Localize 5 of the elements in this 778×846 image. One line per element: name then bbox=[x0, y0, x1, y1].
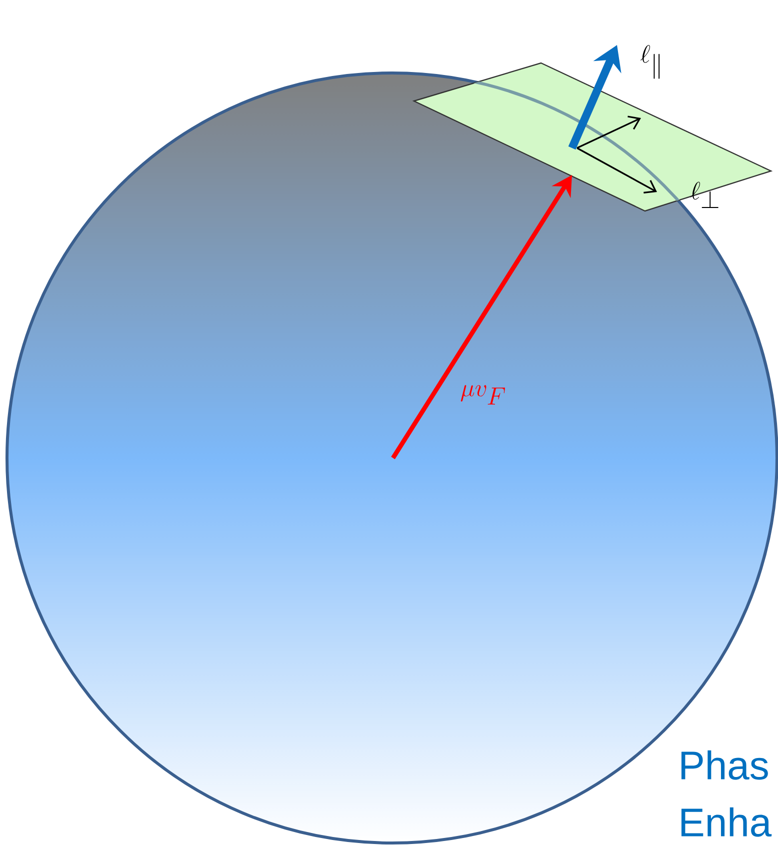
vector-label: $\ell_{\parallel}$ bbox=[640, 44, 660, 79]
caption-text: Enha bbox=[681, 807, 772, 837]
caption-text: Phas bbox=[681, 750, 768, 780]
vector-label: $\mu v_F$ bbox=[460, 385, 506, 405]
vector-label: $\ell_{\perp}$ bbox=[690, 182, 718, 208]
